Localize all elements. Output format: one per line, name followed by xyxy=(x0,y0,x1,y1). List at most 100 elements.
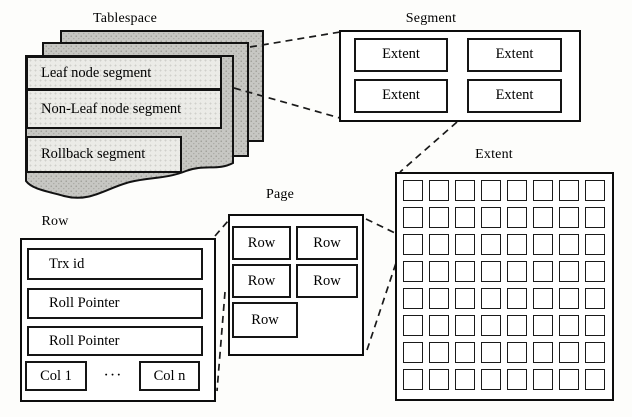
extent-page-square xyxy=(481,180,501,201)
row-field: Roll Pointer xyxy=(27,288,203,319)
extent-page-square xyxy=(585,315,605,336)
extent-page-square xyxy=(429,180,449,201)
extent-page-square xyxy=(455,288,475,309)
page-row-cell: Row xyxy=(232,264,291,298)
extent-page-square xyxy=(455,234,475,255)
connector-segment-extent xyxy=(399,121,458,173)
extent-page-square xyxy=(585,288,605,309)
extent-page-square xyxy=(585,234,605,255)
connector-extent-page-top xyxy=(365,218,396,234)
tablespace-leaf-node-segment-text: Leaf node segment xyxy=(41,64,152,81)
extent-page-square xyxy=(559,207,579,228)
extent-page-square xyxy=(429,234,449,255)
row-col-last: Col n xyxy=(139,361,200,391)
extent-page-square xyxy=(559,180,579,201)
extent-page-square xyxy=(403,342,423,363)
extent-page-square xyxy=(533,342,553,363)
segment-label: Segment xyxy=(405,11,457,26)
extent-page-square xyxy=(481,315,501,336)
extent-page-square xyxy=(455,261,475,282)
extent-page-square xyxy=(507,261,527,282)
extent-page-square xyxy=(403,180,423,201)
extent-page-square xyxy=(429,207,449,228)
extent-page-square xyxy=(403,315,423,336)
tablespace-non-leaf-node-segment-text: Non-Leaf node segment xyxy=(41,100,182,117)
extent-page-square xyxy=(481,369,501,390)
segment-extent-cell: Extent xyxy=(354,37,448,72)
extent-page-square xyxy=(507,180,527,201)
extent-page-square xyxy=(559,315,579,336)
extent-page-square xyxy=(507,315,527,336)
page-row-cell: Row xyxy=(232,302,298,338)
extent-page-square xyxy=(481,342,501,363)
connector-page-row-bottom xyxy=(216,291,226,392)
tablespace-label: Tablespace xyxy=(93,11,157,26)
connector-tablespace-segment-bottom xyxy=(233,87,341,119)
connector-extent-page-bottom xyxy=(366,262,397,351)
extent-page-square xyxy=(585,180,605,201)
extent-page-square xyxy=(533,180,553,201)
extent-page-square xyxy=(533,315,553,336)
connector-page-row-top xyxy=(214,220,229,237)
segment-extent-cell: Extent xyxy=(467,37,562,72)
page-label: Page xyxy=(265,187,295,202)
extent-page-square xyxy=(481,288,501,309)
row-field: Trx id xyxy=(27,248,203,280)
row-col-first: Col 1 xyxy=(25,361,87,391)
page-row-cell: Row xyxy=(296,264,358,298)
extent-page-square xyxy=(403,369,423,390)
row-label: Row xyxy=(41,214,69,229)
extent-page-square xyxy=(507,207,527,228)
extent-page-square xyxy=(429,288,449,309)
page-row-cell: Row xyxy=(232,226,291,260)
extent-page-square xyxy=(559,342,579,363)
extent-page-square xyxy=(585,342,605,363)
extent-page-square xyxy=(403,288,423,309)
extent-page-square xyxy=(481,261,501,282)
extent-label: Extent xyxy=(475,147,513,162)
extent-page-square xyxy=(429,315,449,336)
tablespace-rollback-segment-text: Rollback segment xyxy=(41,146,146,162)
page-row-cell: Row xyxy=(296,226,358,260)
extent-page-square xyxy=(403,207,423,228)
extent-page-square xyxy=(455,207,475,228)
tablespace-leaf-node-segment: Leaf node segment xyxy=(26,56,222,90)
extent-page-square xyxy=(533,207,553,228)
extent-page-square xyxy=(507,369,527,390)
extent-page-square xyxy=(403,234,423,255)
extent-page-square xyxy=(403,261,423,282)
extent-page-square xyxy=(481,207,501,228)
extent-page-square xyxy=(429,342,449,363)
segment-extent-cell: Extent xyxy=(467,78,562,113)
connector-tablespace-segment-top xyxy=(249,31,341,48)
tablespace-non-leaf-node-segment: Non-Leaf node segment xyxy=(26,89,222,129)
extent-page-square xyxy=(507,342,527,363)
extent-page-square xyxy=(455,342,475,363)
extent-page-square xyxy=(455,369,475,390)
extent-page-square xyxy=(533,369,553,390)
extent-page-square xyxy=(481,234,501,255)
row-field: Roll Pointer xyxy=(27,326,203,356)
extent-page-square xyxy=(585,369,605,390)
extent-page-square xyxy=(533,234,553,255)
extent-page-square xyxy=(533,261,553,282)
extent-page-square xyxy=(559,261,579,282)
segment-extent-cell: Extent xyxy=(354,78,448,113)
extent-page-square xyxy=(559,234,579,255)
row-col-ellipsis: ··· xyxy=(103,367,123,384)
tablespace-rollback-segment: Rollback segment xyxy=(26,136,182,173)
extent-page-square xyxy=(455,180,475,201)
extent-page-square xyxy=(507,234,527,255)
extent-box xyxy=(395,172,614,401)
extent-page-square xyxy=(429,261,449,282)
extent-page-square xyxy=(507,288,527,309)
extent-page-square xyxy=(455,315,475,336)
extent-page-square xyxy=(585,207,605,228)
extent-page-square xyxy=(533,288,553,309)
extent-page-square xyxy=(429,369,449,390)
extent-page-square xyxy=(559,288,579,309)
